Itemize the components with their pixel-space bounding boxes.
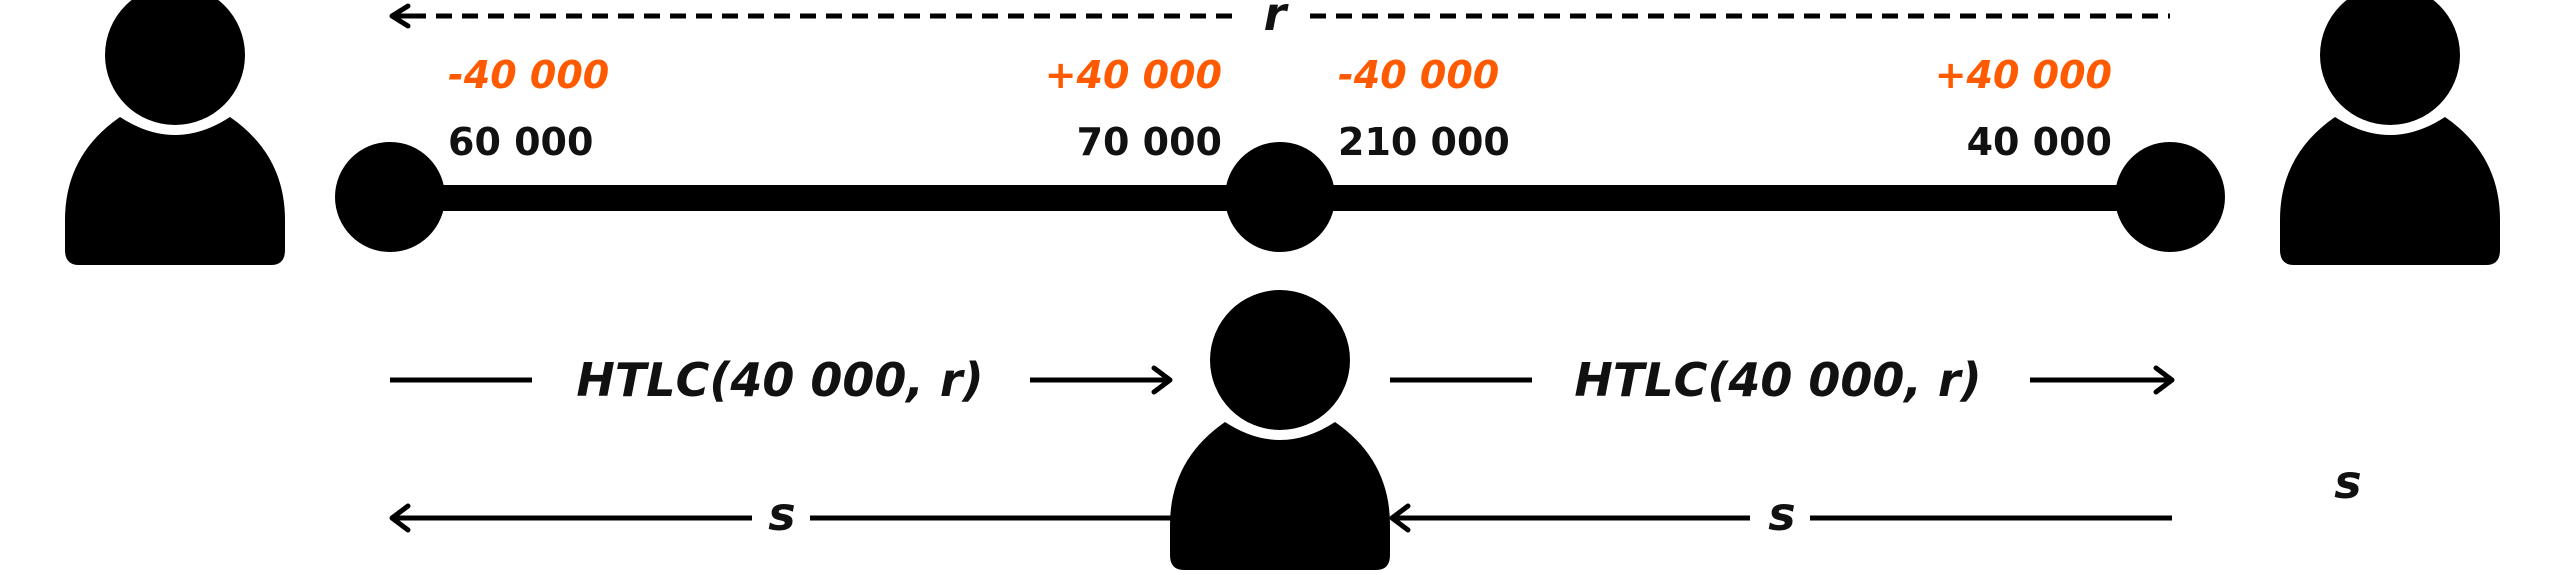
channel-2-left-change: -40 000 — [1338, 53, 1499, 97]
htlc-arrow-1: HTLC(40 000, r) — [390, 353, 1173, 407]
channel-1-right-change: +40 000 — [1045, 53, 1222, 97]
node-icon-sender — [335, 142, 445, 252]
node-icon-receiver — [2115, 142, 2225, 252]
arrow-left-icon — [1389, 503, 1411, 533]
channel-1-right-balance: 70 000 — [1077, 120, 1222, 164]
channel-2-right-change: +40 000 — [1935, 53, 2112, 97]
channel-1-left-balance: 60 000 — [448, 120, 593, 164]
node-icon-intermediary — [1225, 142, 1335, 252]
preimage-label: r — [1264, 0, 1290, 41]
secret-label-1: s — [768, 487, 795, 541]
preimage-return-arrow: r — [389, 0, 2170, 41]
arrow-right-icon — [2153, 365, 2175, 395]
arrow-left-icon — [389, 503, 411, 533]
intermediary-person-icon — [1170, 290, 1390, 570]
htlc-label-2: HTLC(40 000, r) — [1574, 353, 1981, 407]
receiver-secret-label: s — [2334, 455, 2361, 509]
arrow-right-icon — [1151, 365, 1173, 395]
channel-2-right-balance: 40 000 — [1967, 120, 2112, 164]
sender-person-icon — [65, 0, 285, 265]
secret-arrow-2: s — [1389, 487, 2172, 541]
htlc-arrow-2: HTLC(40 000, r) — [1390, 353, 2175, 407]
htlc-label-1: HTLC(40 000, r) — [576, 353, 983, 407]
secret-arrow-1: s — [389, 487, 1172, 541]
channel-line-2 — [1330, 185, 2130, 211]
channel-line-1 — [440, 185, 1230, 211]
channel-1-left-change: -40 000 — [448, 53, 609, 97]
channel-2-left-balance: 210 000 — [1338, 120, 1510, 164]
secret-label-2: s — [1768, 487, 1795, 541]
receiver-person-icon — [2280, 0, 2500, 265]
